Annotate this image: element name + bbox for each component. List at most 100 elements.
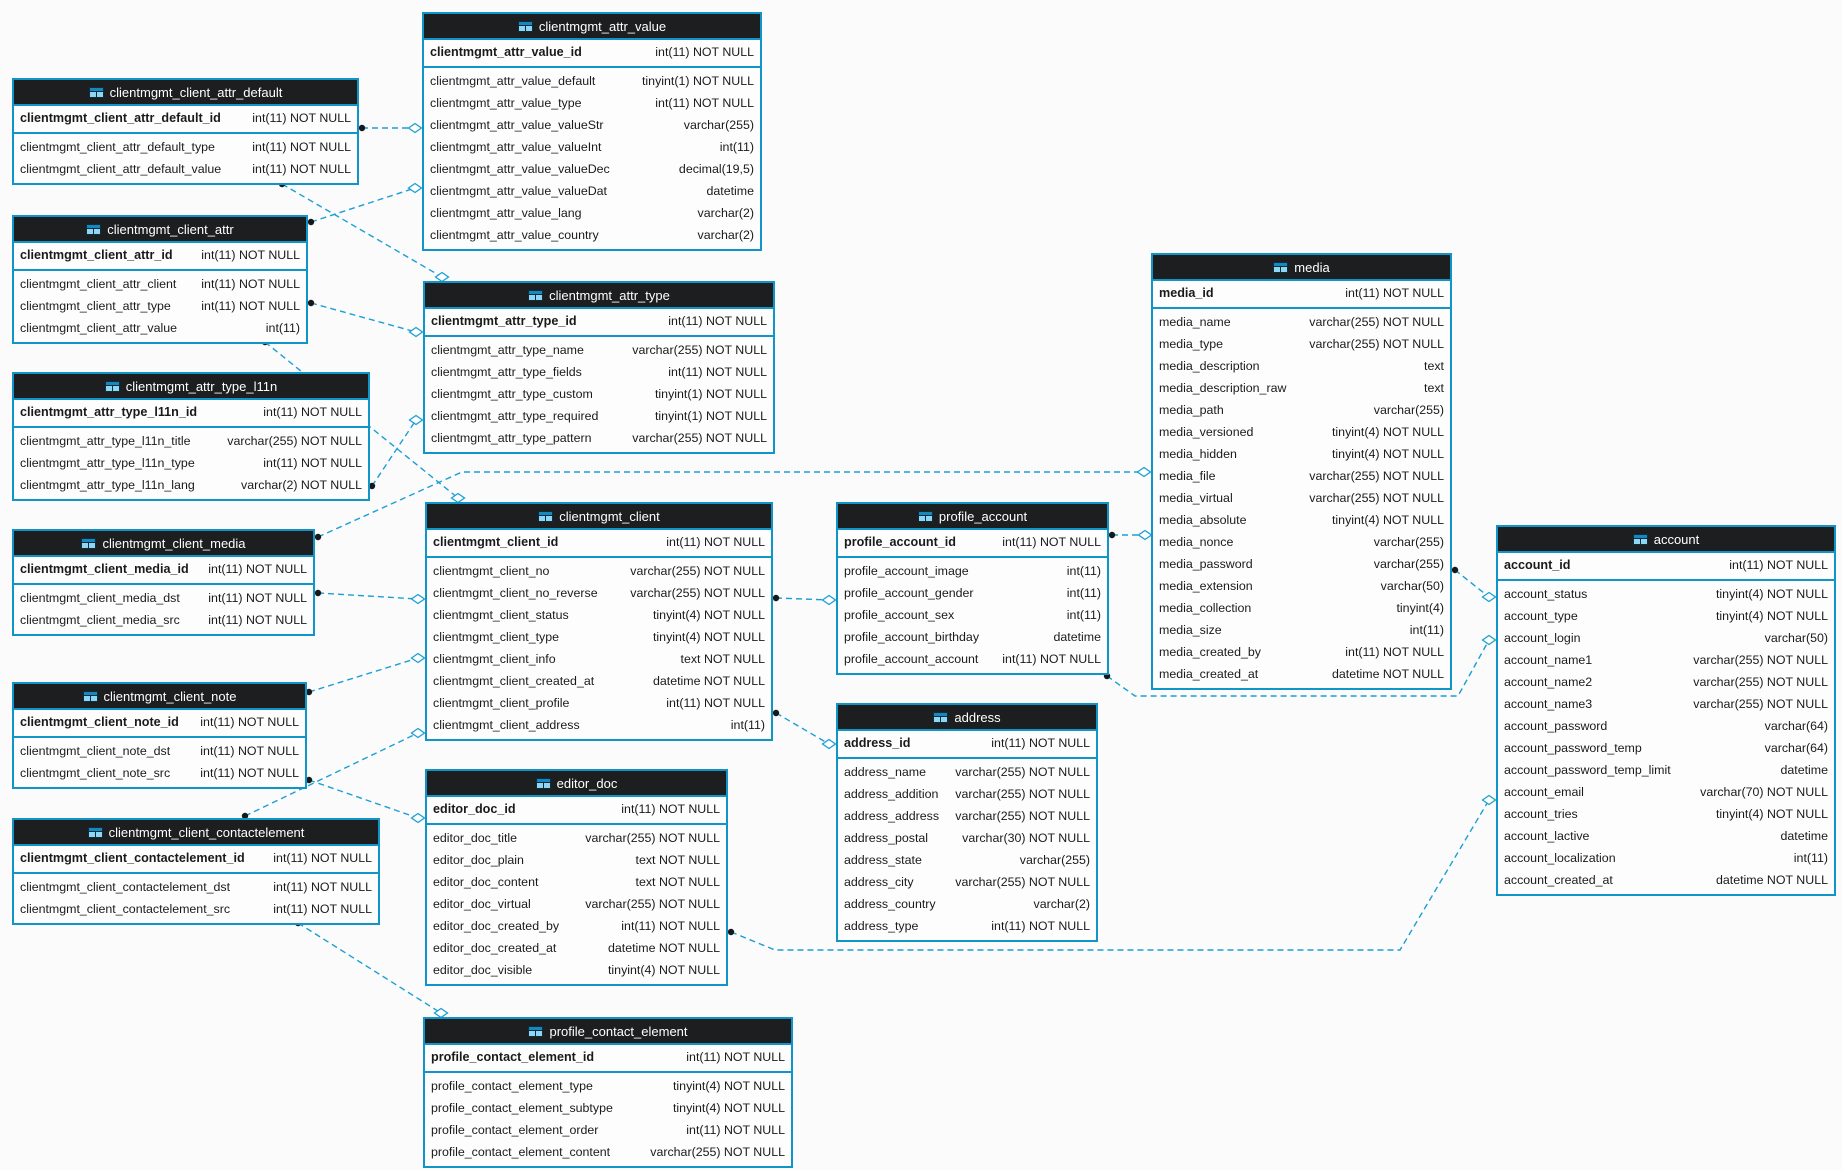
table-row[interactable]: media_created_by int(11) NOT NULL <box>1159 641 1444 663</box>
table-row[interactable]: address_address varchar(255) NOT NULL <box>844 805 1090 827</box>
er-table[interactable]: address address_id int(11) NOT NULL addr… <box>836 703 1098 942</box>
table-pk-row[interactable]: clientmgmt_client_media_id int(11) NOT N… <box>14 557 313 585</box>
table-row[interactable]: account_password_temp_limit datetime <box>1504 759 1828 781</box>
table-row[interactable]: account_password_temp varchar(64) <box>1504 737 1828 759</box>
table-pk-row[interactable]: clientmgmt_attr_type_id int(11) NOT NULL <box>425 309 773 337</box>
table-row[interactable]: clientmgmt_client_note_src int(11) NOT N… <box>20 762 299 784</box>
table-row[interactable]: editor_doc_visible tinyint(4) NOT NULL <box>433 959 720 981</box>
table-pk-row[interactable]: address_id int(11) NOT NULL <box>838 731 1096 759</box>
table-row[interactable]: clientmgmt_client_attr_type int(11) NOT … <box>20 295 300 317</box>
table-pk-row[interactable]: clientmgmt_client_note_id int(11) NOT NU… <box>14 710 305 738</box>
table-header[interactable]: account <box>1498 527 1834 553</box>
table-row[interactable]: clientmgmt_client_created_at datetime NO… <box>433 670 765 692</box>
table-row[interactable]: clientmgmt_client_no varchar(255) NOT NU… <box>433 560 765 582</box>
er-table[interactable]: editor_doc editor_doc_id int(11) NOT NUL… <box>425 769 728 986</box>
table-row[interactable]: clientmgmt_attr_value_valueStr varchar(2… <box>430 114 754 136</box>
table-header[interactable]: editor_doc <box>427 771 726 797</box>
table-row[interactable]: profile_account_sex int(11) <box>844 604 1101 626</box>
table-row[interactable]: account_tries tinyint(4) NOT NULL <box>1504 803 1828 825</box>
table-row[interactable]: clientmgmt_attr_type_l11n_title varchar(… <box>20 430 362 452</box>
table-row[interactable]: media_created_at datetime NOT NULL <box>1159 663 1444 685</box>
table-row[interactable]: editor_doc_created_at datetime NOT NULL <box>433 937 720 959</box>
table-row[interactable]: address_state varchar(255) <box>844 849 1090 871</box>
table-row[interactable]: clientmgmt_client_contactelement_dst int… <box>20 876 372 898</box>
table-pk-row[interactable]: profile_contact_element_id int(11) NOT N… <box>425 1045 791 1073</box>
table-row[interactable]: clientmgmt_attr_value_valueDec decimal(1… <box>430 158 754 180</box>
table-row[interactable]: account_name1 varchar(255) NOT NULL <box>1504 649 1828 671</box>
table-header[interactable]: clientmgmt_client_attr <box>14 217 306 243</box>
table-row[interactable]: address_city varchar(255) NOT NULL <box>844 871 1090 893</box>
table-row[interactable]: media_nonce varchar(255) <box>1159 531 1444 553</box>
table-row[interactable]: clientmgmt_attr_type_fields int(11) NOT … <box>431 361 767 383</box>
table-header[interactable]: clientmgmt_client_media <box>14 531 313 557</box>
er-table[interactable]: clientmgmt_client clientmgmt_client_id i… <box>425 502 773 741</box>
table-header[interactable]: clientmgmt_client_attr_default <box>14 80 357 106</box>
er-table[interactable]: clientmgmt_client_note clientmgmt_client… <box>12 682 307 789</box>
table-row[interactable]: editor_doc_plain text NOT NULL <box>433 849 720 871</box>
table-row[interactable]: clientmgmt_attr_value_default tinyint(1)… <box>430 70 754 92</box>
table-row[interactable]: address_name varchar(255) NOT NULL <box>844 761 1090 783</box>
table-row[interactable]: clientmgmt_attr_type_pattern varchar(255… <box>431 427 767 449</box>
table-row[interactable]: clientmgmt_client_no_reverse varchar(255… <box>433 582 765 604</box>
er-table[interactable]: profile_contact_element profile_contact_… <box>423 1017 793 1168</box>
table-row[interactable]: account_login varchar(50) <box>1504 627 1828 649</box>
table-header[interactable]: profile_contact_element <box>425 1019 791 1045</box>
table-header[interactable]: clientmgmt_attr_type <box>425 283 773 309</box>
table-row[interactable]: clientmgmt_attr_type_l11n_lang varchar(2… <box>20 474 362 496</box>
table-row[interactable]: account_lactive datetime <box>1504 825 1828 847</box>
table-row[interactable]: clientmgmt_client_status tinyint(4) NOT … <box>433 604 765 626</box>
table-row[interactable]: address_postal varchar(30) NOT NULL <box>844 827 1090 849</box>
table-row[interactable]: media_size int(11) <box>1159 619 1444 641</box>
table-row[interactable]: account_email varchar(70) NOT NULL <box>1504 781 1828 803</box>
table-row[interactable]: clientmgmt_client_profile int(11) NOT NU… <box>433 692 765 714</box>
table-pk-row[interactable]: clientmgmt_client_id int(11) NOT NULL <box>427 530 771 558</box>
table-row[interactable]: profile_account_image int(11) <box>844 560 1101 582</box>
table-row[interactable]: profile_account_account int(11) NOT NULL <box>844 648 1101 670</box>
table-header[interactable]: clientmgmt_attr_type_l11n <box>14 374 368 400</box>
table-row[interactable]: media_versioned tinyint(4) NOT NULL <box>1159 421 1444 443</box>
table-header[interactable]: clientmgmt_client_contactelement <box>14 820 378 846</box>
table-row[interactable]: profile_contact_element_type tinyint(4) … <box>431 1075 785 1097</box>
er-table[interactable]: clientmgmt_client_media clientmgmt_clien… <box>12 529 315 636</box>
table-pk-row[interactable]: clientmgmt_client_attr_default_id int(11… <box>14 106 357 134</box>
table-header[interactable]: clientmgmt_client_note <box>14 684 305 710</box>
table-row[interactable]: clientmgmt_client_attr_default_value int… <box>20 158 351 180</box>
table-row[interactable]: media_extension varchar(50) <box>1159 575 1444 597</box>
table-row[interactable]: clientmgmt_client_address int(11) <box>433 714 765 736</box>
table-row[interactable]: clientmgmt_attr_value_country varchar(2) <box>430 224 754 246</box>
table-header[interactable]: profile_account <box>838 504 1107 530</box>
table-row[interactable]: clientmgmt_client_media_dst int(11) NOT … <box>20 587 307 609</box>
table-header[interactable]: clientmgmt_attr_value <box>424 14 760 40</box>
table-row[interactable]: profile_contact_element_order int(11) NO… <box>431 1119 785 1141</box>
table-pk-row[interactable]: profile_account_id int(11) NOT NULL <box>838 530 1107 558</box>
table-row[interactable]: profile_account_gender int(11) <box>844 582 1101 604</box>
table-row[interactable]: clientmgmt_attr_value_valueInt int(11) <box>430 136 754 158</box>
table-row[interactable]: clientmgmt_client_attr_client int(11) NO… <box>20 273 300 295</box>
table-row[interactable]: account_created_at datetime NOT NULL <box>1504 869 1828 891</box>
table-pk-row[interactable]: clientmgmt_attr_value_id int(11) NOT NUL… <box>424 40 760 68</box>
table-row[interactable]: clientmgmt_attr_type_l11n_type int(11) N… <box>20 452 362 474</box>
table-row[interactable]: account_type tinyint(4) NOT NULL <box>1504 605 1828 627</box>
table-row[interactable]: clientmgmt_client_info text NOT NULL <box>433 648 765 670</box>
table-row[interactable]: account_localization int(11) <box>1504 847 1828 869</box>
table-row[interactable]: clientmgmt_attr_type_required tinyint(1)… <box>431 405 767 427</box>
table-row[interactable]: clientmgmt_attr_type_custom tinyint(1) N… <box>431 383 767 405</box>
er-table[interactable]: account account_id int(11) NOT NULL acco… <box>1496 525 1836 896</box>
table-header[interactable]: address <box>838 705 1096 731</box>
table-row[interactable]: media_description_raw text <box>1159 377 1444 399</box>
table-row[interactable]: clientmgmt_client_note_dst int(11) NOT N… <box>20 740 299 762</box>
table-row[interactable]: account_status tinyint(4) NOT NULL <box>1504 583 1828 605</box>
table-row[interactable]: clientmgmt_client_type tinyint(4) NOT NU… <box>433 626 765 648</box>
table-pk-row[interactable]: account_id int(11) NOT NULL <box>1498 553 1834 581</box>
table-row[interactable]: clientmgmt_attr_value_valueDat datetime <box>430 180 754 202</box>
table-row[interactable]: media_path varchar(255) <box>1159 399 1444 421</box>
er-table[interactable]: clientmgmt_client_contactelement clientm… <box>12 818 380 925</box>
table-row[interactable]: profile_account_birthday datetime <box>844 626 1101 648</box>
table-row[interactable]: clientmgmt_client_attr_default_type int(… <box>20 136 351 158</box>
table-row[interactable]: clientmgmt_client_attr_value int(11) <box>20 317 300 339</box>
table-row[interactable]: media_collection tinyint(4) <box>1159 597 1444 619</box>
table-row[interactable]: address_country varchar(2) <box>844 893 1090 915</box>
table-row[interactable]: media_absolute tinyint(4) NOT NULL <box>1159 509 1444 531</box>
table-row[interactable]: editor_doc_title varchar(255) NOT NULL <box>433 827 720 849</box>
